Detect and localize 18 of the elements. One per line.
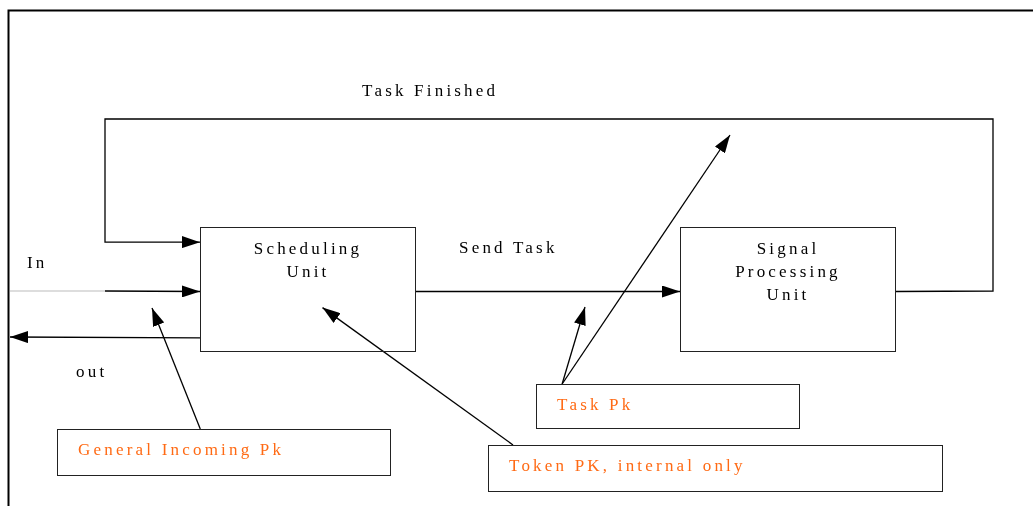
leader-arrow — [561, 134, 731, 385]
callout-box — [488, 445, 943, 492]
arrow — [415, 285, 681, 298]
unit-name: Signal Processing Unit — [734, 238, 842, 306]
leader-arrow — [561, 306, 586, 385]
unit-name: Scheduling Unit — [252, 238, 364, 283]
leader-arrow — [104, 285, 201, 298]
packet-label: Task Pk — [556, 394, 635, 416]
process-box — [200, 227, 416, 352]
callout-box — [536, 384, 800, 429]
arrow — [104, 118, 994, 293]
leader-arrow — [9, 331, 201, 344]
packet-label: Token PK, internal only — [508, 455, 747, 477]
leader-arrow — [321, 307, 514, 446]
leader-arrow — [151, 307, 201, 430]
packet-label: General Incoming Pk — [77, 439, 286, 461]
callout-box — [57, 429, 391, 476]
process-box — [680, 227, 896, 352]
